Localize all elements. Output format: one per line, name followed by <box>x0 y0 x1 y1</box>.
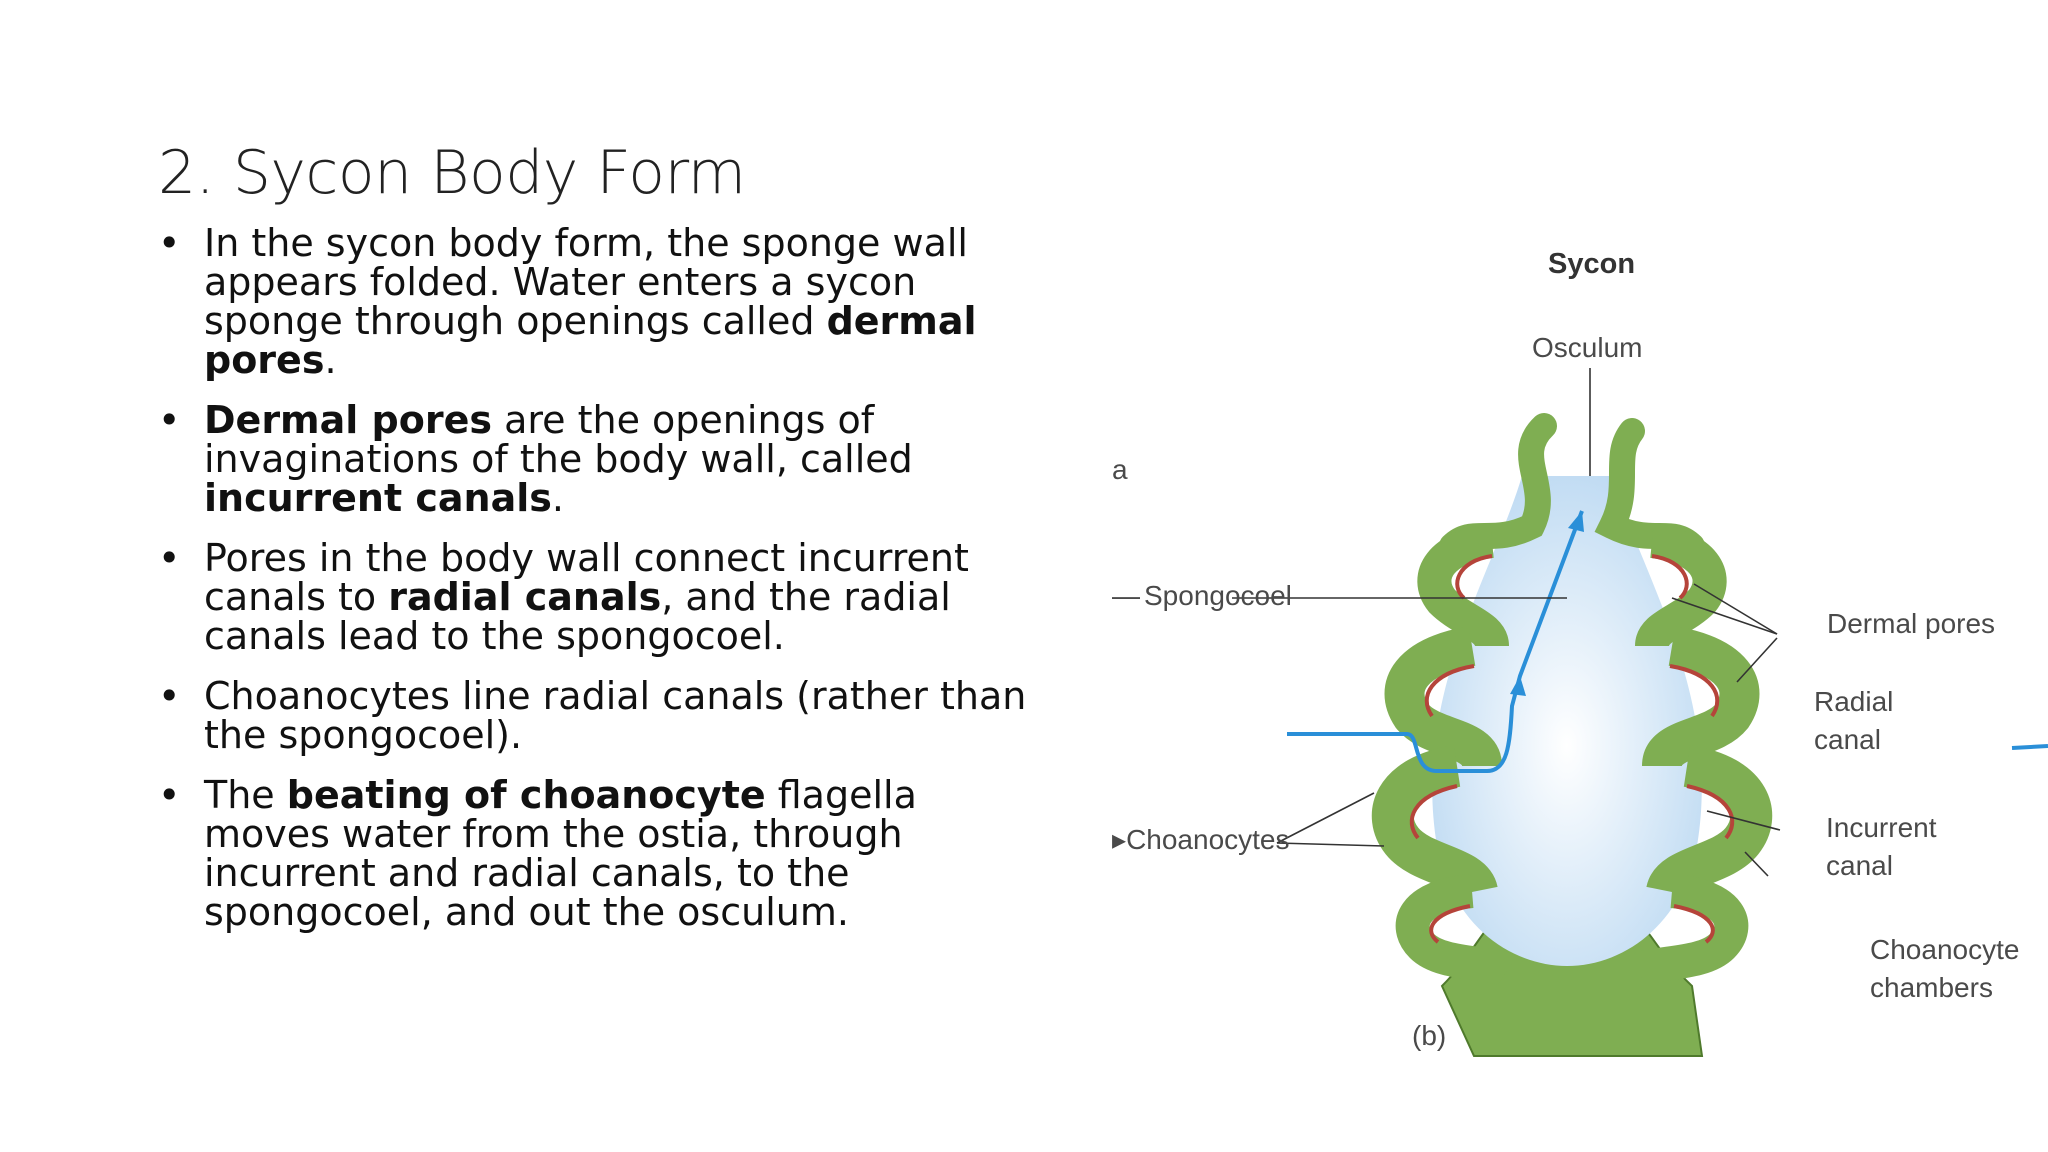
bullet-item: The beating of choanocyte flagella moves… <box>158 776 1038 932</box>
left-body-wall <box>1371 413 1557 987</box>
panel-label: (b) <box>1412 1020 1447 1051</box>
edge-arrow <box>2011 744 2048 750</box>
bullet-item: In the sycon body form, the sponge wall … <box>158 224 1038 380</box>
arrowhead-lower <box>1510 676 1526 696</box>
choanocyte-chambers-label-line2: chambers <box>1870 972 1993 1003</box>
water-flow-arrow <box>1287 510 1584 773</box>
spongocoel-label: Spongocoel <box>1144 580 1292 611</box>
spongocoel-label-dash: — <box>1112 580 1140 611</box>
osculum-label: Osculum <box>1532 332 1643 363</box>
figure-title: Sycon <box>1548 248 1636 280</box>
bullet-item: Choanocytes line radial canals (rather t… <box>158 677 1038 755</box>
sycon-diagram: Sycon Osculum a — Spongocoel Dermal pore… <box>1112 226 2048 1152</box>
sycon-illustration <box>1232 368 2048 1057</box>
incurrent-canal-label-line1: Incurrent <box>1826 812 1937 843</box>
leader-lines <box>1232 368 1781 877</box>
choanocytes-label: ▸Choanocytes <box>1112 824 1290 855</box>
right-body-wall <box>1594 418 1773 987</box>
choanocyte-chambers-label-line1: Choanocyte <box>1870 934 2020 965</box>
bullet-item: Pores in the body wall connect incurrent… <box>158 539 1038 656</box>
choanocytes-label-text: Choanocytes <box>1126 824 1290 855</box>
radial-canal-label-line2: canal <box>1814 724 1881 755</box>
arrowhead-upper <box>1568 511 1584 532</box>
edge-mark: a <box>1112 454 1128 485</box>
slide-title: 2. Sycon Body Form <box>158 138 746 208</box>
radial-canal-label-line1: Radial <box>1814 686 1894 717</box>
bullet-list: In the sycon body form, the sponge wall … <box>158 224 1038 953</box>
incurrent-canal-label-line2: canal <box>1826 850 1893 881</box>
dermal-pores-label: Dermal pores <box>1827 608 1996 639</box>
bullet-item: Dermal pores are the openings of invagin… <box>158 401 1038 518</box>
